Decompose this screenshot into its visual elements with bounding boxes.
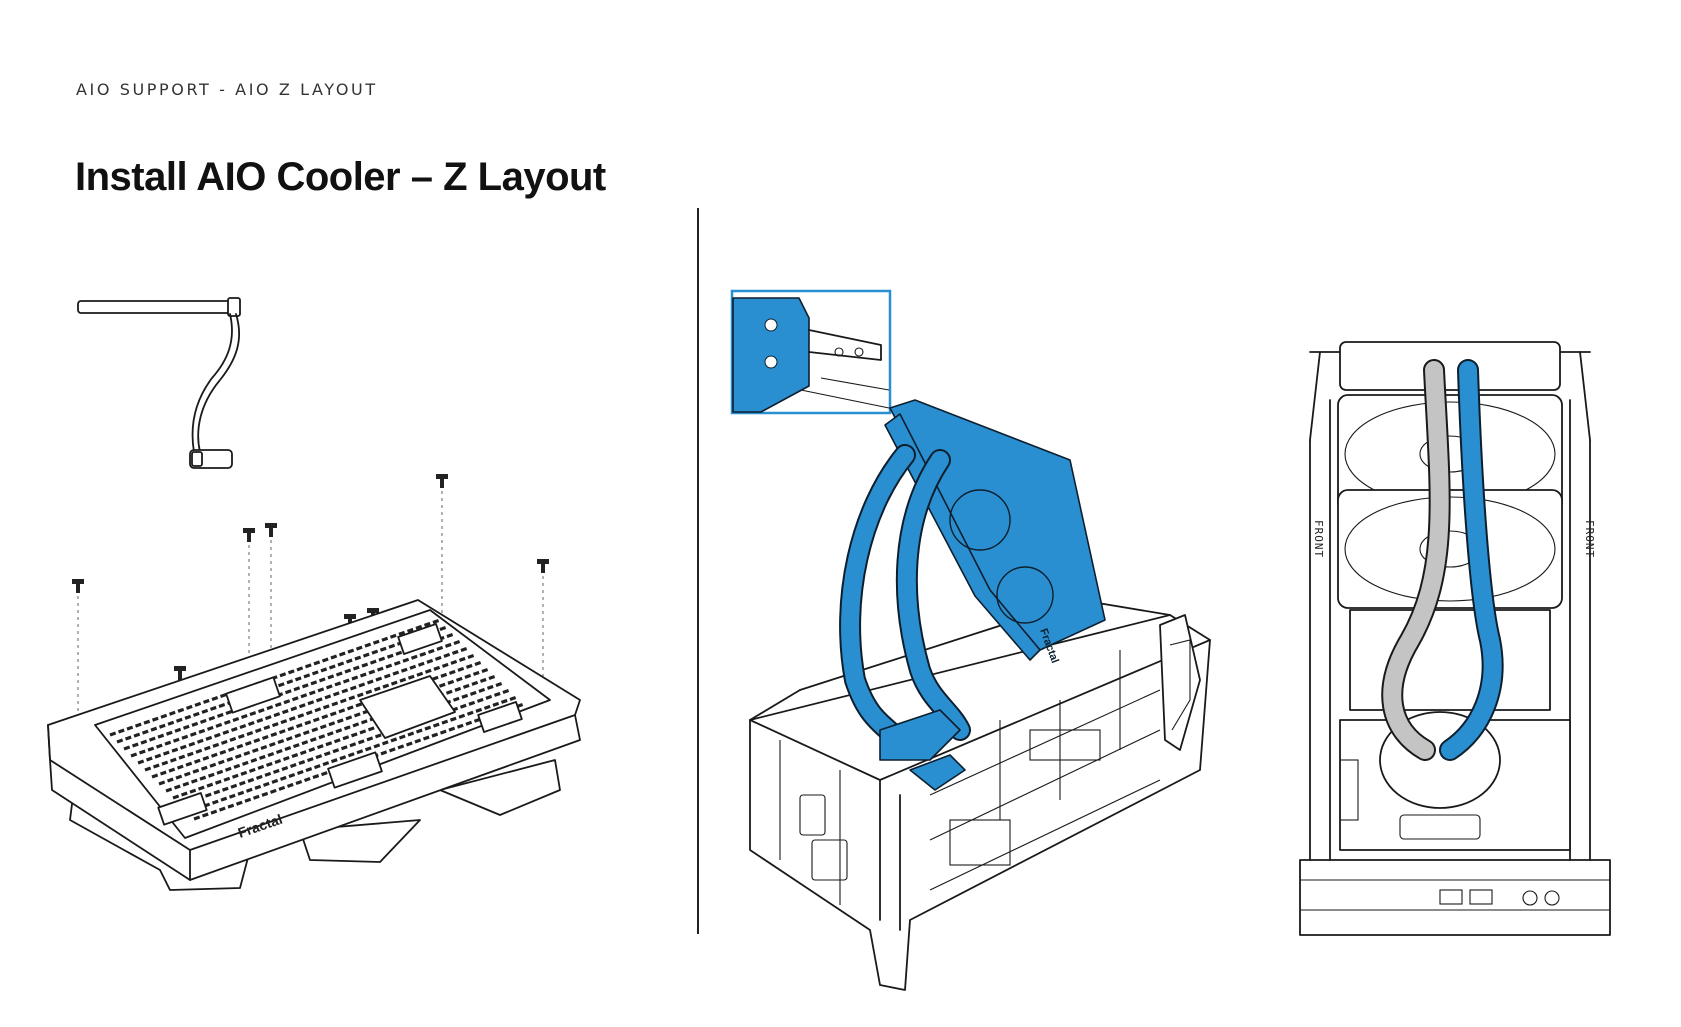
tube-connector [77,297,241,469]
column-divider [697,208,699,934]
page-title: Install AIO Cooler – Z Layout [75,155,606,199]
front-label-right: FRONT [1583,520,1596,558]
inset-detail-illustration [730,289,892,415]
case-isometric-illustration: Fractal [749,399,1211,991]
fan-pair [1337,394,1563,609]
case-topdown-illustration: FRONT FRONT [1299,341,1611,936]
radiator: Fractal [47,599,581,881]
radiator-fins [109,618,525,821]
case-frame [1299,341,1611,936]
case-chassis [749,599,1211,991]
breadcrumb: AIO SUPPORT - AIO Z LAYOUT [76,80,378,99]
front-label-left: FRONT [1312,520,1325,558]
radiator-exploded-illustration: Fractal [47,297,581,891]
